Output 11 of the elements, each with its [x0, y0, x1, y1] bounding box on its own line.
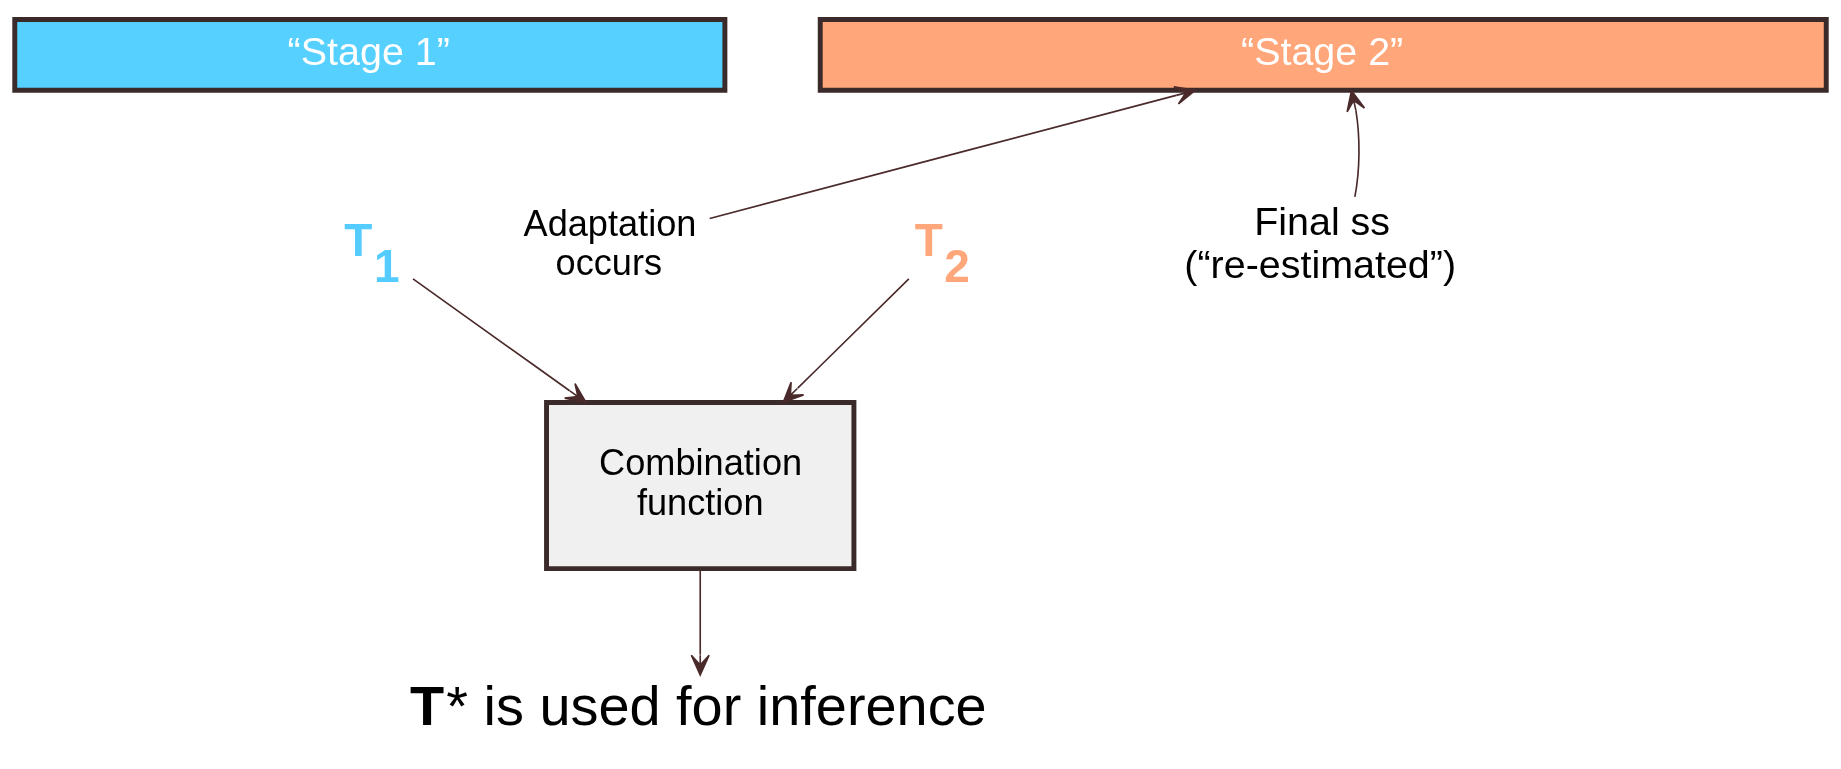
node-box: “Stage 1” [12, 17, 728, 93]
arrow [708, 85, 1197, 220]
node-text: Final ss (“re-estimated”) [1184, 199, 1457, 286]
node-box: Combination function [544, 400, 857, 572]
node-box: “Stage 2” [817, 17, 1829, 93]
node-text: T* is used for inference [410, 674, 987, 738]
arrow [412, 278, 587, 404]
arrow [1346, 89, 1366, 198]
arrow [782, 278, 910, 404]
node-text: Adaptation occurs [523, 202, 697, 284]
arrow [690, 568, 710, 676]
